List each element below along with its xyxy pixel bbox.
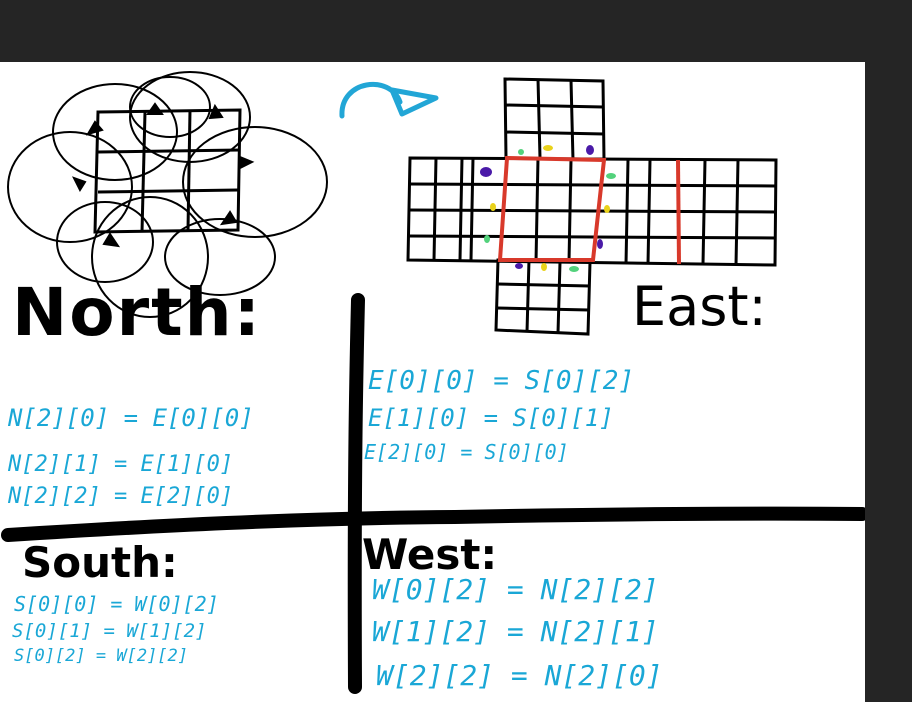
west-equation-3: W[2][2] = N[2][0]: [376, 659, 663, 692]
north-heading: North:: [12, 274, 263, 351]
west-heading: West:: [362, 530, 498, 579]
south-heading: South:: [22, 538, 178, 587]
horizontal-divider: [1, 506, 865, 542]
north-equation-2: N[2][1] = E[1][0]: [8, 452, 234, 477]
east-heading: East:: [632, 275, 767, 338]
sticker-dots: [480, 145, 616, 272]
cube-net: [406, 77, 778, 336]
highlighted-face: [497, 155, 681, 265]
north-equation-3: N[2][2] = E[2][0]: [8, 484, 234, 509]
south-equation-1: S[0][0] = W[0][2]: [14, 592, 219, 616]
east-equation-3: E[2][0] = S[0][0]: [364, 440, 569, 464]
vertical-divider: [347, 293, 365, 694]
north-equation-1: N[2][0] = E[0][0]: [8, 404, 254, 432]
east-equation-1: E[0][0] = S[0][2]: [368, 366, 635, 396]
sketch-layer: [1, 71, 865, 694]
west-equation-2: W[1][2] = N[2][1]: [372, 615, 659, 648]
west-equation-1: W[0][2] = N[2][2]: [372, 573, 659, 606]
scribble-cube: [7, 71, 328, 318]
south-equation-3: S[0][2] = W[2][2]: [14, 646, 188, 666]
east-equation-2: E[1][0] = S[0][1]: [368, 404, 614, 432]
drawing-canvas[interactable]: North: East: South: West: N[2][0] = E[0]…: [0, 62, 865, 702]
south-equation-2: S[0][1] = W[1][2]: [12, 620, 207, 642]
